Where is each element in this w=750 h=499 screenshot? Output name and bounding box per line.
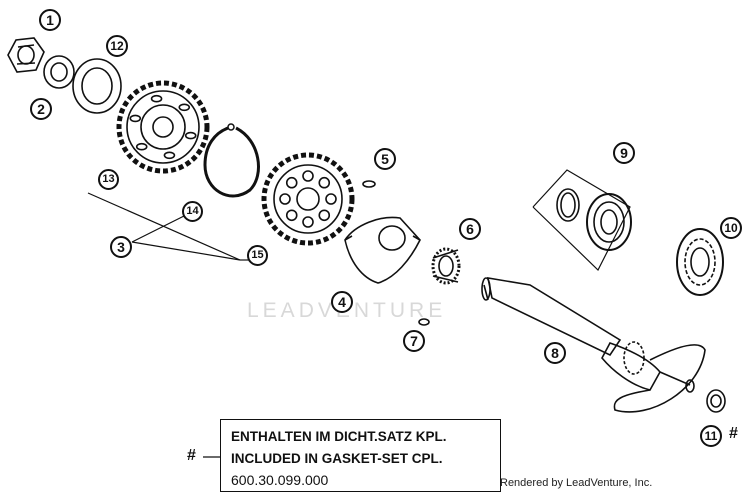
gear-slot — [184, 131, 197, 140]
callout-7[interactable]: 7 — [403, 330, 425, 352]
gear-slot — [163, 151, 176, 160]
gear-slot — [178, 103, 191, 112]
gear-hole — [318, 176, 331, 189]
note-line-german: ENTHALTEN IM DICHT.SATZ KPL. — [231, 429, 447, 444]
callout-1[interactable]: 1 — [39, 9, 61, 31]
callout-2[interactable]: 2 — [30, 98, 52, 120]
hash-marker-note: # — [187, 447, 196, 464]
callout-14[interactable]: 14 — [182, 201, 203, 222]
shim-ring — [72, 58, 122, 114]
small-washer — [706, 389, 726, 413]
balance-weight — [344, 216, 421, 284]
callout-9[interactable]: 9 — [613, 142, 635, 164]
callout-5[interactable]: 5 — [374, 148, 396, 170]
drive-gear — [261, 152, 355, 246]
woodruff-key — [362, 180, 376, 188]
callout-15[interactable]: 15 — [247, 245, 268, 266]
leader-lines — [87, 169, 631, 458]
snap-ring — [203, 123, 260, 198]
gear-hole — [279, 193, 291, 205]
hex-nut — [7, 37, 45, 73]
note-line-english: INCLUDED IN GASKET-SET CPL. — [231, 451, 443, 466]
gear-hole — [285, 209, 298, 222]
callout-11[interactable]: 11 — [700, 425, 722, 447]
ball-bearing-set — [556, 188, 632, 251]
large-gear — [116, 80, 210, 174]
gear-hole — [302, 216, 314, 228]
callout-4[interactable]: 4 — [331, 291, 353, 313]
gasket-set-note: ENTHALTEN IM DICHT.SATZ KPL. INCLUDED IN… — [220, 419, 501, 492]
needle-bearing — [431, 247, 461, 285]
callout-3[interactable]: 3 — [110, 236, 132, 258]
roller-bearing — [676, 228, 724, 296]
gear-slot — [150, 94, 163, 103]
callout-12[interactable]: 12 — [106, 35, 128, 57]
gear-slot — [135, 142, 148, 151]
hash-marker-callout-11: # — [729, 425, 738, 442]
callout-8[interactable]: 8 — [544, 342, 566, 364]
balancer-shaft — [481, 277, 706, 413]
credit-text: Rendered by LeadVenture, Inc. — [500, 477, 653, 489]
gear-hole — [302, 170, 314, 182]
washer — [43, 55, 75, 89]
key-pin — [418, 318, 430, 326]
gear-hole — [285, 176, 298, 189]
callout-6[interactable]: 6 — [459, 218, 481, 240]
gear-slot — [129, 114, 142, 123]
gear-hole — [325, 193, 337, 205]
gear-hole — [318, 209, 331, 222]
callout-13[interactable]: 13 — [98, 169, 119, 190]
note-part-number: 600.30.099.000 — [231, 472, 329, 488]
callout-10[interactable]: 10 — [720, 217, 742, 239]
